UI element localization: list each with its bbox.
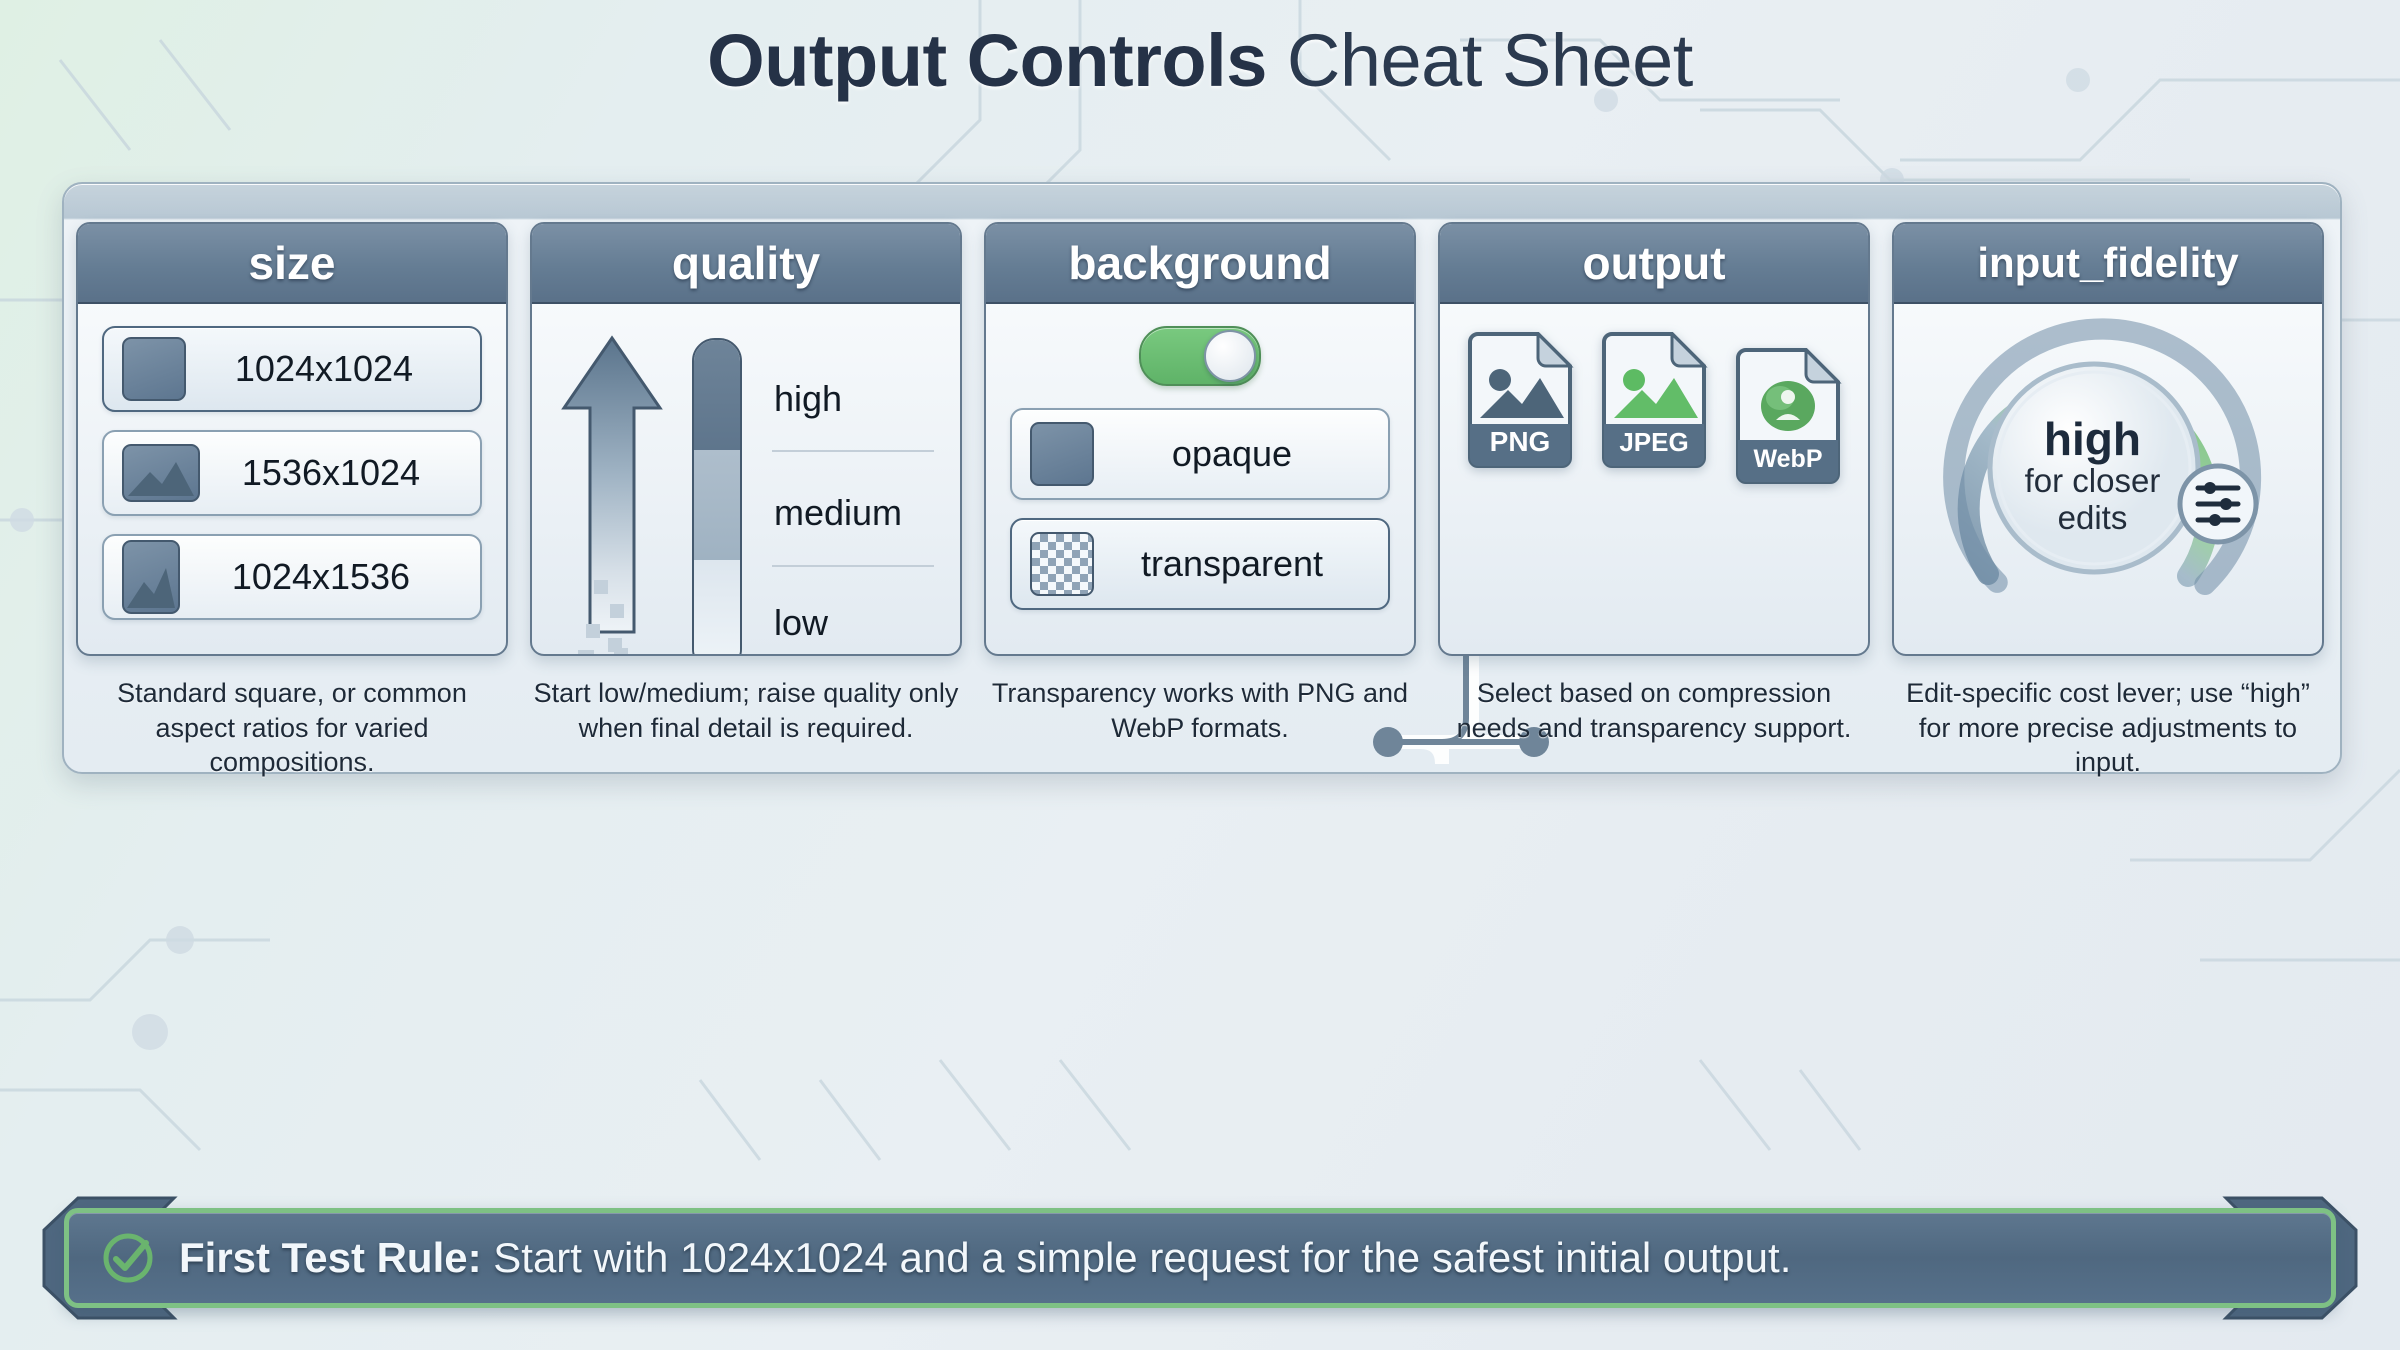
checkerboard-icon [1030, 532, 1094, 596]
quality-caption: Start low/medium; raise quality only whe… [533, 678, 959, 743]
quality-body: high medium low [532, 304, 960, 654]
output-caption: Select based on compression needs and tr… [1456, 678, 1852, 743]
output-card: output PNG [1438, 222, 1870, 656]
size-body: 1024x1024 1536x1024 1024x1536 [78, 304, 506, 654]
check-circle-icon [103, 1233, 153, 1283]
svg-text:PNG: PNG [1490, 426, 1551, 457]
page-title-bold: Output Controls [707, 19, 1267, 102]
jpeg-file-icon: JPEG [1598, 332, 1710, 468]
gauge-segment-low [694, 560, 740, 654]
solid-square-icon [1030, 422, 1094, 486]
input-fidelity-caption: Edit-specific cost lever; use “high” for… [1906, 678, 2310, 778]
banner-wrapper: First Test Rule: Start with 1024x1024 an… [34, 1194, 2366, 1322]
banner-text: First Test Rule: Start with 1024x1024 an… [179, 1234, 1791, 1282]
output-body: PNG JPEG [1440, 304, 1868, 654]
gauge-segment-medium [694, 450, 740, 563]
portrait-image-icon [122, 540, 180, 614]
fidelity-dial[interactable]: high for closer edits [1914, 318, 2302, 632]
column-header-size: size [78, 224, 506, 304]
background-option-label: transparent [1140, 543, 1324, 584]
file-png[interactable]: PNG [1464, 332, 1576, 484]
toggle-switch-icon[interactable] [1139, 326, 1261, 386]
quality-label-high: high [774, 378, 843, 419]
input-fidelity-body: high for closer edits [1894, 304, 2322, 654]
column-header-quality: quality [532, 224, 960, 304]
sliders-icon [2177, 463, 2259, 545]
size-option-1024x1024[interactable]: 1024x1024 [102, 326, 482, 412]
file-webp[interactable]: WebP [1732, 348, 1844, 484]
background-option-transparent[interactable]: transparent [1010, 518, 1390, 610]
background-card: background opaque transparent [984, 222, 1416, 656]
fidelity-sublabel-1: for closer [2024, 462, 2161, 500]
size-card: size 1024x1024 1536x1024 1024x1536 [76, 222, 508, 656]
column-quality: quality [530, 222, 962, 802]
fidelity-value: high [2043, 412, 2141, 465]
quality-label-low: low [774, 602, 829, 643]
size-option-label: 1024x1536 [231, 556, 411, 597]
size-option-1536x1024[interactable]: 1536x1024 [102, 430, 482, 516]
background-option-label: opaque [1171, 433, 1293, 474]
svg-text:WebP: WebP [1754, 445, 1823, 473]
background-option-opaque[interactable]: opaque [1010, 408, 1390, 500]
png-file-icon: PNG [1464, 332, 1576, 468]
page-title-regular: Cheat Sheet [1286, 19, 1693, 102]
column-output: output PNG [1438, 222, 1870, 802]
page-title: Output Controls Cheat Sheet [0, 18, 2400, 103]
column-input-fidelity: input_fidelity [1892, 222, 2324, 802]
quality-label-medium: medium [774, 492, 903, 533]
background-body: opaque transparent [986, 304, 1414, 654]
gauge-segment-high [694, 340, 740, 453]
column-header-output: output [1440, 224, 1868, 304]
columns-container: size 1024x1024 1536x1024 1024x1536 [62, 222, 2338, 802]
square-thumb-icon [122, 337, 186, 401]
background-caption: Transparency works with PNG and WebP for… [991, 678, 1409, 743]
column-background: background opaque transparent Transparen… [984, 222, 1416, 802]
first-test-rule-banner: First Test Rule: Start with 1024x1024 an… [64, 1208, 2336, 1308]
column-size: size 1024x1024 1536x1024 1024x1536 [76, 222, 508, 802]
svg-text:JPEG: JPEG [1619, 427, 1688, 457]
column-header-input-fidelity: input_fidelity [1894, 224, 2322, 304]
webp-file-icon: WebP [1732, 348, 1844, 484]
banner-body-text: Start with 1024x1024 and a simple reques… [481, 1234, 1792, 1281]
landscape-image-icon [122, 444, 200, 502]
toggle-knob [1204, 330, 1256, 382]
up-arrow-pixelated-icon [552, 332, 672, 654]
quality-card: quality [530, 222, 962, 656]
quality-gauge[interactable] [682, 332, 748, 654]
fidelity-sublabel-2: edits [2057, 499, 2128, 537]
file-jpeg[interactable]: JPEG [1598, 332, 1710, 484]
size-option-1024x1536[interactable]: 1024x1536 [102, 534, 482, 620]
size-caption: Standard square, or common aspect ratios… [117, 678, 467, 778]
quality-labels: high medium low [766, 332, 940, 654]
size-option-label: 1536x1024 [241, 452, 421, 493]
input-fidelity-card: input_fidelity [1892, 222, 2324, 656]
column-header-background: background [986, 224, 1414, 304]
banner-bold-prefix: First Test Rule: [179, 1234, 482, 1281]
size-option-label: 1024x1024 [234, 348, 414, 389]
